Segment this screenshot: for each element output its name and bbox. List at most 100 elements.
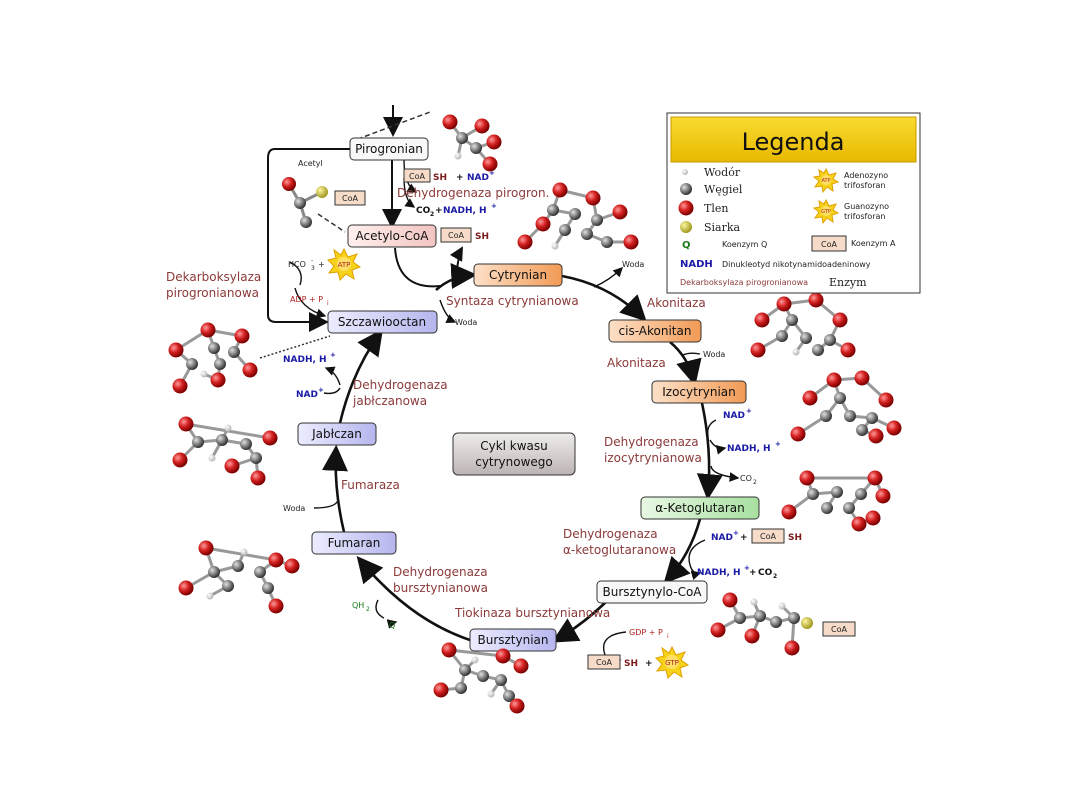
- oxygen-atom: [198, 540, 214, 556]
- carbon-atom: [581, 228, 593, 240]
- dashed-link: [349, 111, 431, 143]
- legend-sulfur: Siarka: [704, 221, 741, 234]
- legend-coa: Koenzym A: [851, 239, 896, 248]
- oxygen-atom: [826, 372, 842, 388]
- oxygen-atom: [790, 426, 806, 442]
- mdh-nad: NAD +: [296, 386, 324, 400]
- oxygen-atom: [750, 342, 766, 358]
- oxygen-atom: [268, 552, 284, 568]
- svg-text:NAD: NAD: [296, 390, 318, 400]
- oxygen-atom: [552, 182, 568, 198]
- co2-nadh-output: CO 2 + NADH, H +: [416, 202, 497, 218]
- acetyl-group-model: CoA: [282, 177, 366, 228]
- svg-text:+: +: [489, 169, 495, 177]
- carbon-atom: [470, 142, 482, 154]
- label: Pirogronian: [355, 142, 423, 156]
- svg-text:ATP: ATP: [821, 178, 830, 184]
- oxygen-atom: [441, 642, 457, 658]
- svg-text:QH: QH: [352, 601, 364, 610]
- enzyme-succinyl-coa-synthetase: Tiokinaza bursztynianowa: [454, 606, 610, 620]
- oxygen-atom: [433, 682, 449, 698]
- carbon-atom: [807, 488, 819, 500]
- carbon-atom: [569, 208, 581, 220]
- enzyme-citrate-synthase: Syntaza cytrynianowa: [446, 294, 579, 308]
- molecule-model: [442, 114, 502, 172]
- metabolite-fumarate: Fumaran: [311, 531, 397, 555]
- svg-text:+: +: [749, 568, 757, 578]
- molecule-model: [781, 470, 891, 532]
- carbon-atom-icon: [680, 183, 692, 195]
- label: Izocytrynian: [662, 385, 736, 399]
- oxygen-atom: [474, 118, 490, 134]
- carbon-atom: [547, 204, 559, 216]
- svg-text:2: 2: [773, 573, 777, 580]
- hydrogen-atom: [208, 454, 216, 462]
- carbon-atom: [228, 346, 240, 358]
- cycle-center-label: Cykl kwasu cytrynowego: [452, 432, 576, 476]
- carbon-atom: [456, 132, 468, 144]
- carbon-atom: [856, 424, 868, 436]
- oxygen-atom: [851, 516, 867, 532]
- oxygen-atom: [482, 156, 498, 172]
- label: α-Ketoglutaran: [655, 501, 744, 515]
- succinyl-coa-model-coa: CoA: [801, 617, 856, 637]
- enzyme-pyruvate-carboxylase-line1: Dekarboksylaza: [166, 270, 261, 284]
- label: cis-Akonitan: [619, 324, 692, 338]
- carbon-atom: [754, 610, 766, 622]
- hydrogen-atom: [750, 598, 758, 606]
- svg-text:+: +: [746, 407, 752, 415]
- hydrogen-atom-icon: [682, 169, 688, 175]
- svg-text:-: -: [311, 257, 313, 264]
- carbon-atom: [820, 410, 832, 422]
- legend-coa-symbol: CoA: [821, 240, 837, 249]
- oxygen-atom: [513, 658, 529, 674]
- oxygen-atom: [234, 328, 250, 344]
- carbon-atom: [455, 682, 467, 694]
- carbon-atom: [503, 690, 515, 702]
- center-line-2: cytrynowego: [475, 455, 553, 469]
- carbon-atom: [770, 616, 782, 628]
- oxygen-atom: [776, 296, 792, 312]
- dotted-link: [259, 335, 331, 359]
- carbon-atom: [254, 566, 266, 578]
- hydrogen-atom: [240, 548, 248, 556]
- carbon-atom: [262, 582, 274, 594]
- oxygen-atom: [781, 504, 797, 520]
- svg-text:ATP: ATP: [338, 261, 351, 269]
- oxygen-atom: [172, 452, 188, 468]
- svg-text:CoA: CoA: [342, 194, 358, 203]
- svg-text:+: +: [491, 202, 497, 210]
- carbon-atom: [214, 358, 226, 370]
- metabolite-cis-aconitate: cis-Akonitan: [608, 319, 702, 343]
- svg-text:CO: CO: [740, 474, 752, 483]
- carbon-atom: [186, 358, 198, 370]
- svg-text:NAD: NAD: [711, 533, 733, 543]
- bond: [448, 648, 504, 658]
- oxygen-atom: [509, 698, 525, 714]
- svg-text:2: 2: [753, 479, 757, 486]
- enzyme-pyruvate-carboxylase-line2: pirogronianowa: [166, 286, 259, 300]
- carbon-atom: [192, 436, 204, 448]
- molecule-model: [178, 540, 300, 614]
- label: Bursztynian: [477, 633, 548, 647]
- oxygen-atom: [623, 234, 639, 250]
- carbon-atom: [776, 330, 788, 342]
- oxygen-atom: [832, 312, 848, 328]
- oxygen-atom: [224, 458, 240, 474]
- svg-text:+: +: [456, 173, 464, 183]
- oxygen-atom: [612, 204, 628, 220]
- hydrogen-atom: [551, 242, 559, 250]
- carbon-atom: [250, 452, 262, 464]
- svg-text:+: +: [740, 533, 748, 543]
- legend-carbon: Węgiel: [704, 183, 743, 196]
- oxygen-atom: [867, 470, 883, 486]
- carbon-atom: [734, 612, 746, 624]
- oxygen-atom: [710, 622, 726, 638]
- metabolite-malate: Jabłczan: [297, 422, 377, 446]
- svg-text:CoA: CoA: [831, 625, 847, 634]
- oxygen-atom: [250, 470, 266, 486]
- hydrogen-atom: [200, 370, 208, 378]
- svg-text:HCO: HCO: [288, 260, 306, 269]
- molecule-model: [172, 416, 278, 486]
